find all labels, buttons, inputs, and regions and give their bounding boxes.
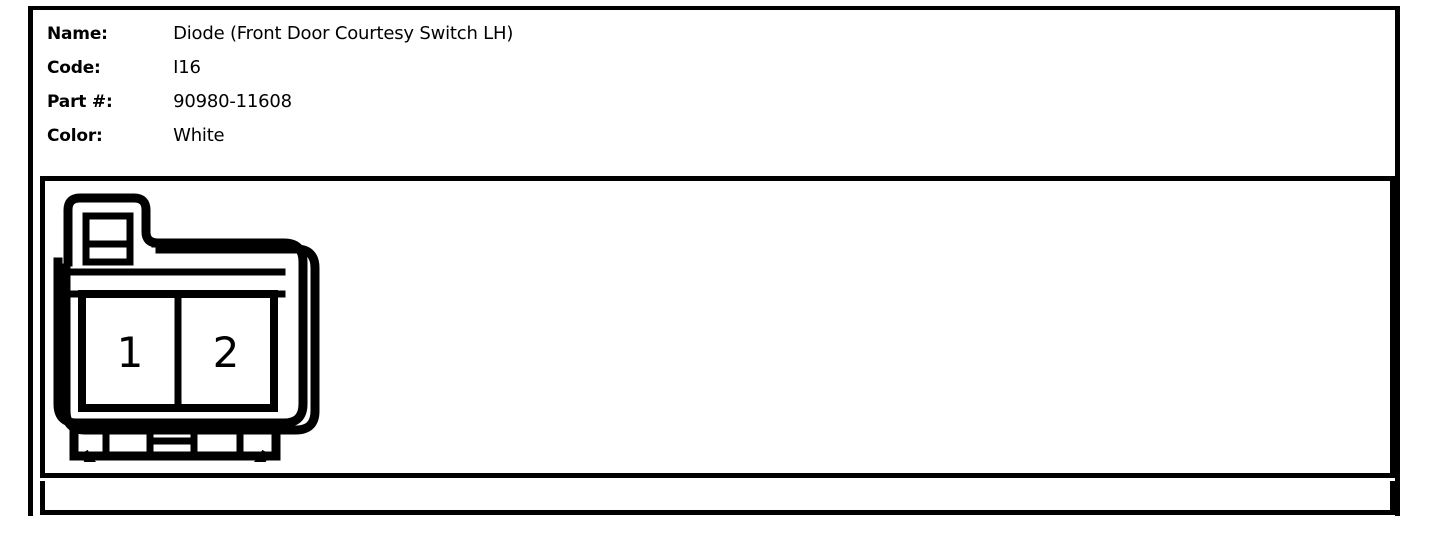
spec-label-part-number: Part #: bbox=[47, 92, 113, 112]
connector-bottom-skirt bbox=[69, 420, 281, 461]
spec-label-color: Color: bbox=[47, 126, 103, 146]
outer-frame bbox=[28, 6, 1400, 516]
caption-strip bbox=[40, 481, 1395, 515]
spec-row-color: Color: White bbox=[47, 119, 947, 153]
connector-latch-tab bbox=[63, 193, 163, 267]
pin-label-1: 1 bbox=[117, 328, 144, 377]
spec-value-part-number: 90980-11608 bbox=[173, 91, 292, 112]
spec-row-name: Name: Diode (Front Door Courtesy Switch … bbox=[47, 17, 947, 51]
spec-value-name: Diode (Front Door Courtesy Switch LH) bbox=[173, 23, 514, 44]
spec-row-code: Code: I16 bbox=[47, 51, 947, 85]
spec-label-code: Code: bbox=[47, 58, 101, 78]
spec-row-part-number: Part #: 90980-11608 bbox=[47, 85, 947, 119]
spec-value-code: I16 bbox=[173, 57, 201, 78]
connector-latch-slot bbox=[82, 212, 134, 266]
pin-label-2: 2 bbox=[213, 328, 240, 377]
spec-label-name: Name: bbox=[47, 24, 108, 44]
connector-body-outline bbox=[53, 238, 308, 428]
connector-svg: 1 2 bbox=[53, 193, 320, 462]
caption-text bbox=[45, 481, 1390, 489]
connector-spec-block: Name: Diode (Front Door Courtesy Switch … bbox=[47, 17, 947, 153]
spec-value-color: White bbox=[173, 125, 225, 146]
connector-illustration: 1 2 bbox=[44, 182, 324, 462]
